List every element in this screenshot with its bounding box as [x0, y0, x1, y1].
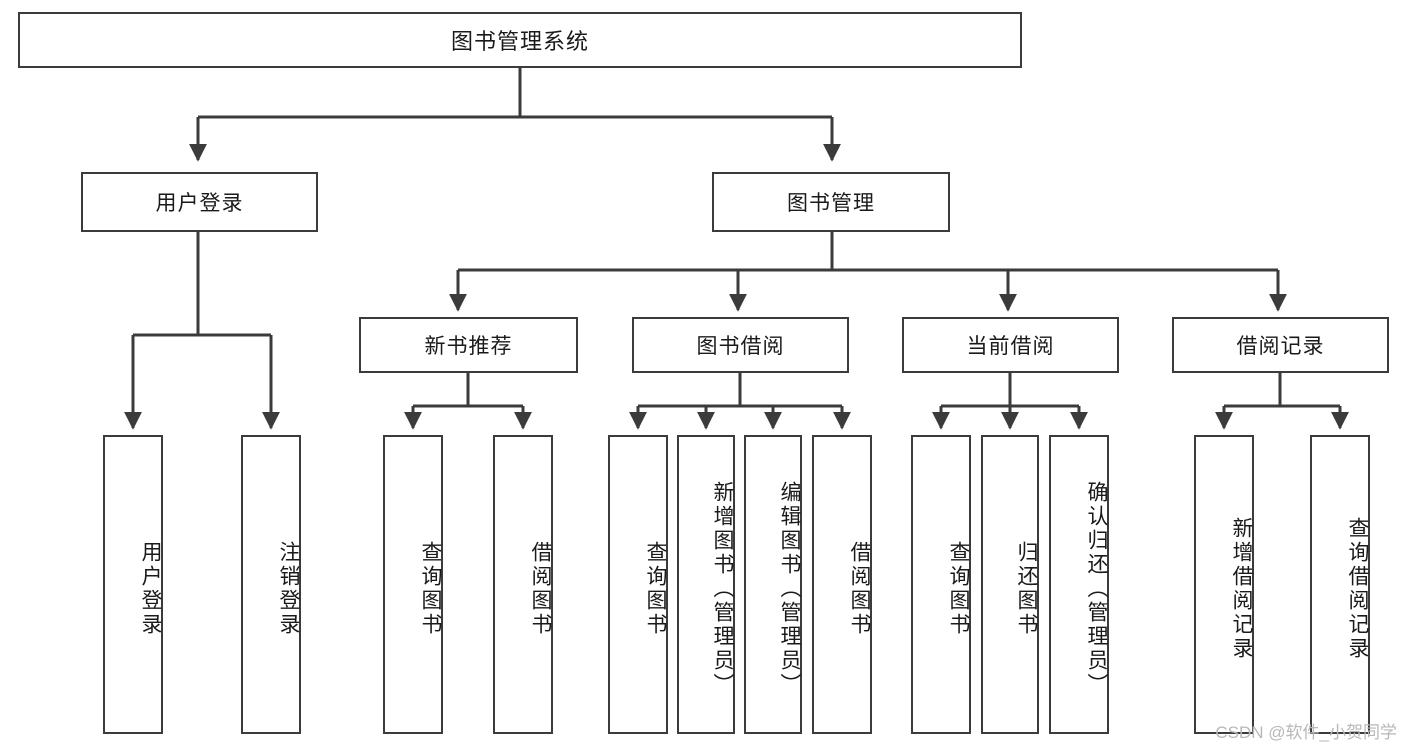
node-leaf-query-book-2[interactable]: 查询图书	[608, 435, 668, 734]
node-new-book-recommend[interactable]: 新书推荐	[359, 317, 578, 373]
leaf-label: 查询借阅记录	[1346, 516, 1369, 661]
node-current-borrow[interactable]: 当前借阅	[902, 317, 1119, 373]
leaf-label: 新增借阅记录	[1230, 516, 1253, 661]
leaf-label: 编辑图书（管理员）	[778, 480, 801, 697]
node-leaf-return-book[interactable]: 归还图书	[981, 435, 1039, 734]
node-book-borrow[interactable]: 图书借阅	[632, 317, 849, 373]
node-leaf-confirm-return[interactable]: 确认归还（管理员）	[1049, 435, 1109, 734]
node-leaf-user-login[interactable]: 用户登录	[103, 435, 163, 734]
leaf-label: 确认归还（管理员）	[1085, 480, 1108, 697]
node-root[interactable]: 图书管理系统	[18, 12, 1022, 68]
node-leaf-add-book[interactable]: 新增图书（管理员）	[677, 435, 735, 734]
leaf-label: 用户登录	[139, 540, 162, 637]
leaf-label: 新增图书（管理员）	[711, 480, 734, 697]
node-book-manage[interactable]: 图书管理	[712, 172, 950, 232]
csdn-watermark: CSDN @软件_小贺同学	[1215, 723, 1397, 742]
leaf-label: 借阅图书	[529, 540, 552, 637]
node-leaf-logout-login[interactable]: 注销登录	[241, 435, 301, 734]
node-leaf-query-book-1[interactable]: 查询图书	[383, 435, 443, 734]
node-user-login[interactable]: 用户登录	[81, 172, 318, 232]
node-leaf-borrow-book-2[interactable]: 借阅图书	[812, 435, 872, 734]
node-borrow-record[interactable]: 借阅记录	[1172, 317, 1389, 373]
node-leaf-add-record[interactable]: 新增借阅记录	[1194, 435, 1254, 734]
leaf-label: 注销登录	[277, 540, 300, 637]
node-leaf-borrow-book-1[interactable]: 借阅图书	[493, 435, 553, 734]
leaf-label: 查询图书	[419, 540, 442, 637]
leaf-label: 借阅图书	[848, 540, 871, 637]
leaf-label: 查询图书	[644, 540, 667, 637]
leaf-label: 查询图书	[947, 540, 970, 637]
node-leaf-query-record[interactable]: 查询借阅记录	[1310, 435, 1370, 734]
node-leaf-query-book-3[interactable]: 查询图书	[911, 435, 971, 734]
node-leaf-edit-book[interactable]: 编辑图书（管理员）	[744, 435, 802, 734]
leaf-label: 归还图书	[1015, 540, 1038, 637]
